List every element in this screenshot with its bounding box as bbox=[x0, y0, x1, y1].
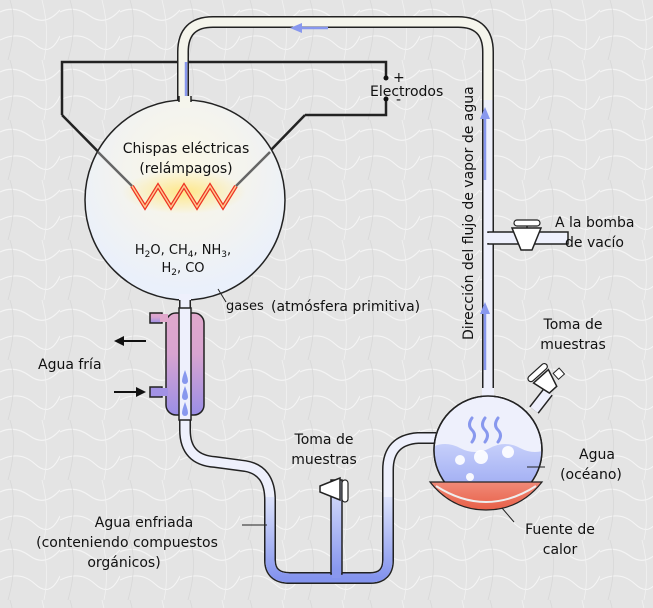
gases-pointer bbox=[217, 288, 227, 303]
heat-label-line1: Fuente de bbox=[525, 522, 595, 538]
cold-water-arrows bbox=[114, 336, 146, 397]
ocean-label-line2: (océano) bbox=[560, 467, 622, 483]
spark-icon bbox=[122, 170, 246, 214]
gases-desc-label: (atmósfera primitiva) bbox=[271, 299, 420, 315]
formula-line1: H2O, CH4, NH3, bbox=[135, 243, 231, 260]
heat-pointer bbox=[501, 507, 515, 523]
vacuum-label-line1: A la bomba bbox=[555, 215, 635, 231]
electrode-minus-label: - bbox=[396, 92, 401, 108]
cooled-water-label-line1: Agua enfriada bbox=[95, 515, 193, 531]
sample-right-label-line2: muestras bbox=[540, 337, 606, 353]
sample-valve-right-icon bbox=[527, 362, 566, 394]
sample-right-label-line1: Toma de bbox=[543, 317, 603, 333]
sparks-label-line1: Chispas eléctricas bbox=[123, 141, 250, 157]
electrode-inner-wires bbox=[97, 151, 271, 187]
sparks-label-line2: (relámpagos) bbox=[139, 161, 232, 177]
vacuum-valve-icon bbox=[510, 227, 543, 251]
ocean-label-line1: Agua bbox=[579, 447, 615, 463]
sample-left-label-line1: Toma de bbox=[294, 432, 354, 448]
electrode-plus-label: + bbox=[393, 70, 405, 86]
sample-left-label-line2: muestras bbox=[291, 452, 357, 468]
electrodes-label: Electrodos bbox=[370, 84, 443, 100]
heat-source-icon bbox=[428, 481, 544, 511]
cooled-water-label-line2: (conteniendo compuestos bbox=[36, 535, 218, 551]
gases-label: gases bbox=[226, 299, 264, 314]
sample-valve-left-icon bbox=[319, 476, 349, 503]
formula-line2: H2, CO bbox=[161, 261, 204, 278]
steam-icon bbox=[468, 416, 502, 444]
vacuum-label-line2: de vacío bbox=[565, 235, 624, 251]
vacuum-pump-branch bbox=[487, 219, 569, 251]
cooled-water-label-line3: orgánicos) bbox=[87, 555, 160, 571]
electrode-terminals bbox=[383, 75, 389, 102]
vapor-flow-label: Dirección del flujo de vapor de agua bbox=[461, 86, 477, 340]
heat-label-line2: calor bbox=[543, 542, 578, 558]
cold-water-label: Agua fría bbox=[38, 357, 102, 373]
condenser bbox=[149, 307, 205, 421]
water-drops-icon bbox=[182, 370, 188, 416]
vapor-return-tube bbox=[177, 16, 494, 390]
